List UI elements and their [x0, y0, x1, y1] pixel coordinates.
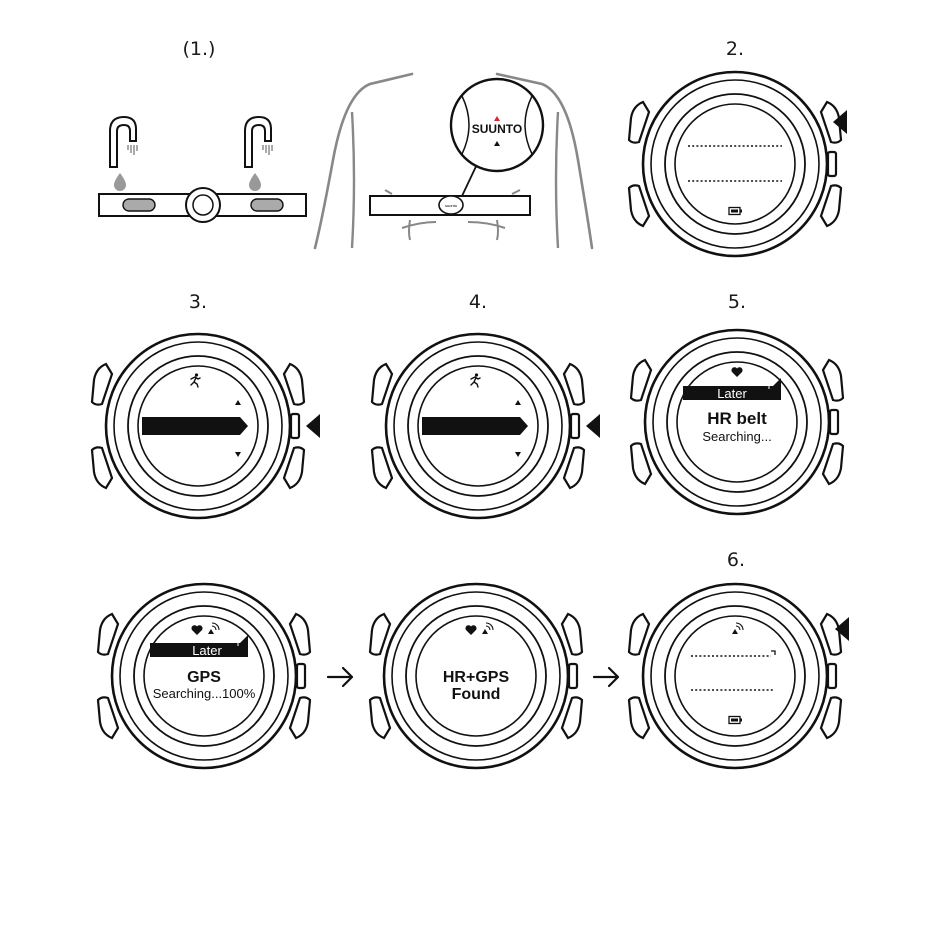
watch-title: HR belt — [707, 409, 767, 428]
brand-logo: SUUNTO — [472, 122, 522, 136]
watch-line-1: HR+GPS — [443, 669, 510, 686]
step-label-4: 4. — [469, 291, 487, 313]
watch-step-6-display — [629, 584, 841, 768]
watch-step-5: Later HR belt Searching... — [631, 330, 843, 514]
wet-electrodes-illustration — [99, 117, 306, 222]
button-pointer-icon — [306, 414, 320, 438]
watch-status: Searching...100% — [153, 686, 256, 701]
arrow-right-icon — [328, 668, 352, 686]
watch-line-2: Found — [452, 686, 501, 703]
later-option: Later — [717, 386, 747, 401]
watch-status: Searching... — [702, 429, 771, 444]
step-label-1: (1.) — [183, 38, 216, 60]
later-option: Later — [192, 643, 222, 658]
watch-step-2 — [629, 72, 841, 256]
button-pointer-icon — [586, 414, 600, 438]
step-label-3: 3. — [189, 291, 207, 313]
step-label-2: 2. — [726, 38, 744, 60]
watch-step-6-found: HR+GPS Found — [370, 584, 582, 768]
watch-step-4 — [372, 334, 584, 518]
watch-step-6-gps-searching: Later GPS Searching...100% — [98, 584, 310, 768]
svg-text:suunto: suunto — [445, 203, 458, 208]
watch-step-3 — [92, 334, 304, 518]
faucet-icon — [245, 117, 272, 191]
torso-belt-illustration: suunto SUUNTO — [315, 74, 592, 248]
watch-title: GPS — [187, 669, 221, 686]
faucet-icon — [110, 117, 137, 191]
step-label-5: 5. — [728, 291, 746, 313]
step-label-6: 6. — [727, 549, 745, 571]
arrow-right-icon — [594, 668, 618, 686]
